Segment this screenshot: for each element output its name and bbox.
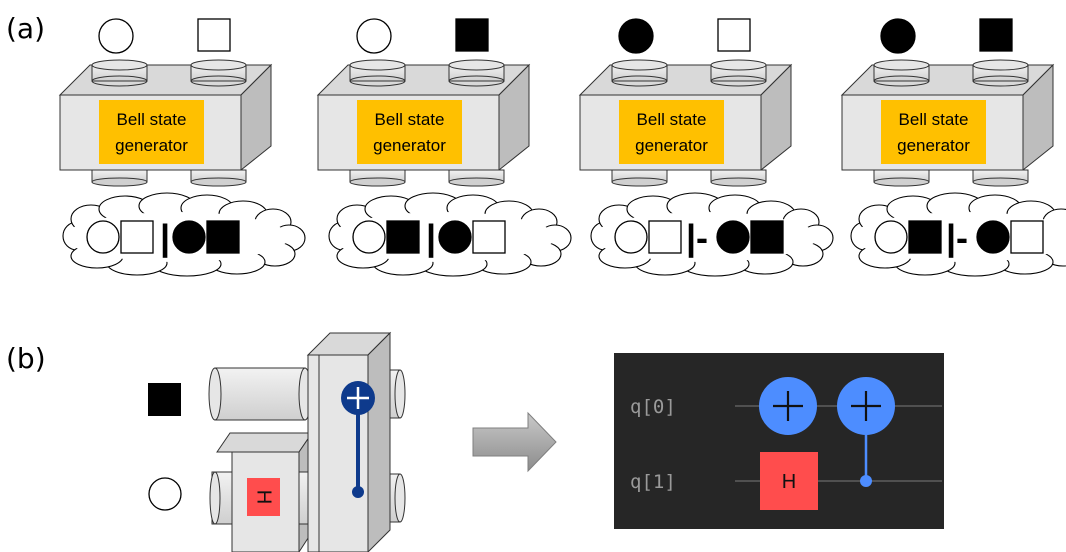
state-circle-left (352, 220, 386, 254)
input-circle (618, 18, 654, 54)
state-square-right (472, 220, 506, 254)
cnot-control-2 (860, 475, 872, 487)
hadamard-block: H (209, 431, 313, 552)
h-gate-physical-label: H (253, 490, 275, 504)
state-circle-right (438, 220, 472, 254)
bell-generator-2: Bell state generator | (316, 18, 572, 277)
state-square-left (648, 220, 682, 254)
bell-generator-3: Bell state generator |- (578, 18, 834, 277)
state-circle-left (614, 220, 648, 254)
bell-state-label-box (357, 100, 462, 164)
bell-state-label-box (619, 100, 724, 164)
bell-label-line1: Bell state (899, 110, 969, 129)
cnot-physical-control (352, 486, 364, 498)
output-state-cloud: | (328, 192, 572, 277)
state-circle-right (716, 220, 750, 254)
h-gate-physical (247, 478, 280, 516)
output-state-cloud: | (62, 192, 306, 277)
state-separator: |- (686, 217, 708, 259)
bell-label-line2: generator (635, 136, 708, 155)
bell-generator-4: Bell state generator |- (840, 18, 1066, 277)
bell-state-label-box (99, 100, 204, 164)
input-circle (356, 18, 392, 54)
input-square (197, 18, 231, 52)
input-square (455, 18, 489, 52)
bell-label-line2: generator (373, 136, 446, 155)
state-square-right (206, 220, 240, 254)
state-square-right (1010, 220, 1044, 254)
input-circle-white (148, 477, 182, 511)
bell-label-line2: generator (897, 136, 970, 155)
wire-label-q1: q[1] (630, 471, 676, 493)
bell-label-line2: generator (115, 136, 188, 155)
state-square-left (120, 220, 154, 254)
circuit-diagram: q[0] q[1] H (614, 353, 944, 529)
state-circle-right (172, 220, 206, 254)
wire-cylinder-top (208, 367, 312, 421)
input-square (979, 18, 1013, 52)
panel-b-label: (b) (6, 342, 46, 375)
bell-label-line1: Bell state (637, 110, 707, 129)
physical-circuit: H (148, 331, 406, 552)
state-separator: |- (946, 217, 968, 259)
state-square-left (386, 220, 420, 254)
bell-label-line1: Bell state (375, 110, 445, 129)
state-circle-right (976, 220, 1010, 254)
bell-generators: Bell state generator | Bell state generator |… (58, 18, 1066, 277)
state-square-left (908, 220, 942, 254)
state-separator: | (160, 217, 170, 259)
state-square-right (750, 220, 784, 254)
state-circle-left (874, 220, 908, 254)
bell-state-label-box (881, 100, 986, 164)
bell-generator-1: Bell state generator | (58, 18, 306, 277)
input-circle (98, 18, 134, 54)
input-circle (880, 18, 916, 54)
state-separator: | (426, 217, 436, 259)
cnot-block (306, 331, 406, 552)
h-gate-label: H (782, 471, 796, 493)
output-state-cloud: |- (850, 192, 1066, 277)
output-state-cloud: |- (590, 192, 834, 277)
h-gate (760, 452, 818, 510)
input-square (717, 18, 751, 52)
panel-a-label: (a) (6, 12, 45, 45)
wire-label-q0: q[0] (630, 396, 676, 418)
bell-label-line1: Bell state (117, 110, 187, 129)
input-square-black (148, 383, 181, 416)
state-circle-left (86, 220, 120, 254)
right-arrow (472, 411, 557, 473)
